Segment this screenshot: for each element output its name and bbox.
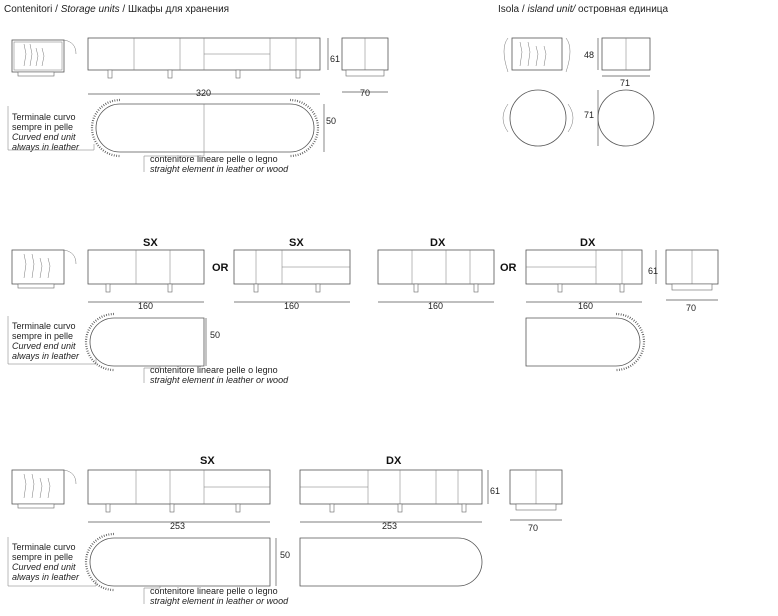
svg-text:straight element in leather or: straight element in leather or wood (150, 375, 289, 385)
svg-text:sempre in pelle: sempre in pelle (12, 122, 73, 132)
section2-plan-right (525, 312, 646, 372)
svg-text:Curved end unit: Curved end unit (12, 132, 76, 142)
svg-text:contenitore lineare pelle o le: contenitore lineare pelle o legno (150, 365, 278, 375)
island-side-view (503, 37, 571, 73)
dim-61-s2: 61 (648, 266, 658, 276)
section3-straight-label: contenitore lineare pelle o legno straig… (143, 586, 289, 606)
dim-61-s3: 61 (490, 486, 500, 496)
dim-70-s3: 70 (528, 523, 538, 533)
svg-text:straight element in leather or: straight element in leather or wood (150, 164, 289, 174)
svg-text:Terminale curvo: Terminale curvo (12, 542, 76, 552)
svg-text:contenitore lineare pelle o le: contenitore lineare pelle o legno (150, 154, 278, 164)
dim-50-s1: 50 (326, 116, 336, 126)
dim-50-s2: 50 (210, 330, 220, 340)
dim-160-c: 160 (428, 301, 443, 311)
section3-side-view (11, 469, 77, 509)
section1-front-view (87, 37, 321, 79)
section3-sx-front (87, 469, 271, 513)
sx-label-a: SX (143, 237, 158, 249)
section2-straight-label: contenitore lineare pelle o legno straig… (143, 365, 289, 385)
dx-label-b: DX (580, 237, 596, 249)
dim-253-b: 253 (382, 521, 397, 531)
storage-units-title: Contenitori / Storage units / Шкафы для … (4, 3, 229, 15)
dim-320: 320 (196, 88, 211, 98)
svg-text:sempre in pelle: sempre in pelle (12, 331, 73, 341)
section3-plan-left (84, 532, 271, 592)
section2-side-view (11, 249, 77, 289)
section2-curved-end-label: Terminale curvo sempre in pelle Curved e… (7, 316, 97, 365)
dx-label-c: DX (386, 455, 402, 467)
section2-dx-front-a (377, 249, 495, 293)
section3-plan-right (299, 537, 483, 587)
section1-side-view (11, 39, 77, 77)
svg-text:Curved end unit: Curved end unit (12, 562, 76, 572)
sx-label-c: SX (200, 455, 215, 467)
svg-text:contenitore lineare pelle o le: contenitore lineare pelle o legno (150, 586, 278, 596)
dim-160-b: 160 (284, 301, 299, 311)
island-unit-title: Isola / island unit/ островная единица (498, 4, 669, 15)
svg-text:always in leather: always in leather (12, 142, 80, 152)
section1-plan-view (90, 98, 320, 158)
dx-label-a: DX (430, 237, 446, 249)
island-front-view (601, 37, 651, 71)
or-label-b: OR (500, 262, 517, 274)
svg-text:always in leather: always in leather (12, 351, 80, 361)
dim-253-a: 253 (170, 521, 185, 531)
dim-160-a: 160 (138, 301, 153, 311)
dim-70-s1: 70 (360, 88, 370, 98)
svg-text:Terminale curvo: Terminale curvo (12, 112, 76, 122)
dim-48: 48 (584, 50, 594, 60)
or-label-a: OR (212, 262, 229, 274)
svg-text:Curved end unit: Curved end unit (12, 341, 76, 351)
section1-straight-label: contenitore lineare pelle o legno straig… (143, 152, 289, 174)
section1-curved-end-label: Terminale curvo sempre in pelle Curved e… (7, 106, 95, 152)
svg-text:straight element in leather or: straight element in leather or wood (150, 596, 289, 606)
section2-sx-front-b (233, 249, 351, 293)
svg-text:sempre in pelle: sempre in pelle (12, 552, 73, 562)
svg-text:Terminale curvo: Terminale curvo (12, 321, 76, 331)
svg-text:always in leather: always in leather (12, 572, 80, 582)
section3-dx-front (299, 469, 483, 513)
island-plan-views (502, 89, 655, 147)
dim-71-a: 71 (620, 78, 630, 88)
sx-label-b: SX (289, 237, 304, 249)
dim-50-s3: 50 (280, 550, 290, 560)
section2-sx-front-a (87, 249, 205, 293)
section2-end-view (665, 249, 719, 291)
section1-end-view (341, 37, 389, 77)
section2-plan-left (84, 312, 205, 372)
section2-dx-front-b (525, 249, 643, 293)
dim-71-b: 71 (584, 110, 594, 120)
dim-160-d: 160 (578, 301, 593, 311)
section3-curved-end-label: Terminale curvo sempre in pelle Curved e… (7, 537, 97, 587)
dim-61-s1: 61 (330, 54, 340, 64)
dim-70-s2: 70 (686, 303, 696, 313)
section3-end-view (509, 469, 563, 511)
